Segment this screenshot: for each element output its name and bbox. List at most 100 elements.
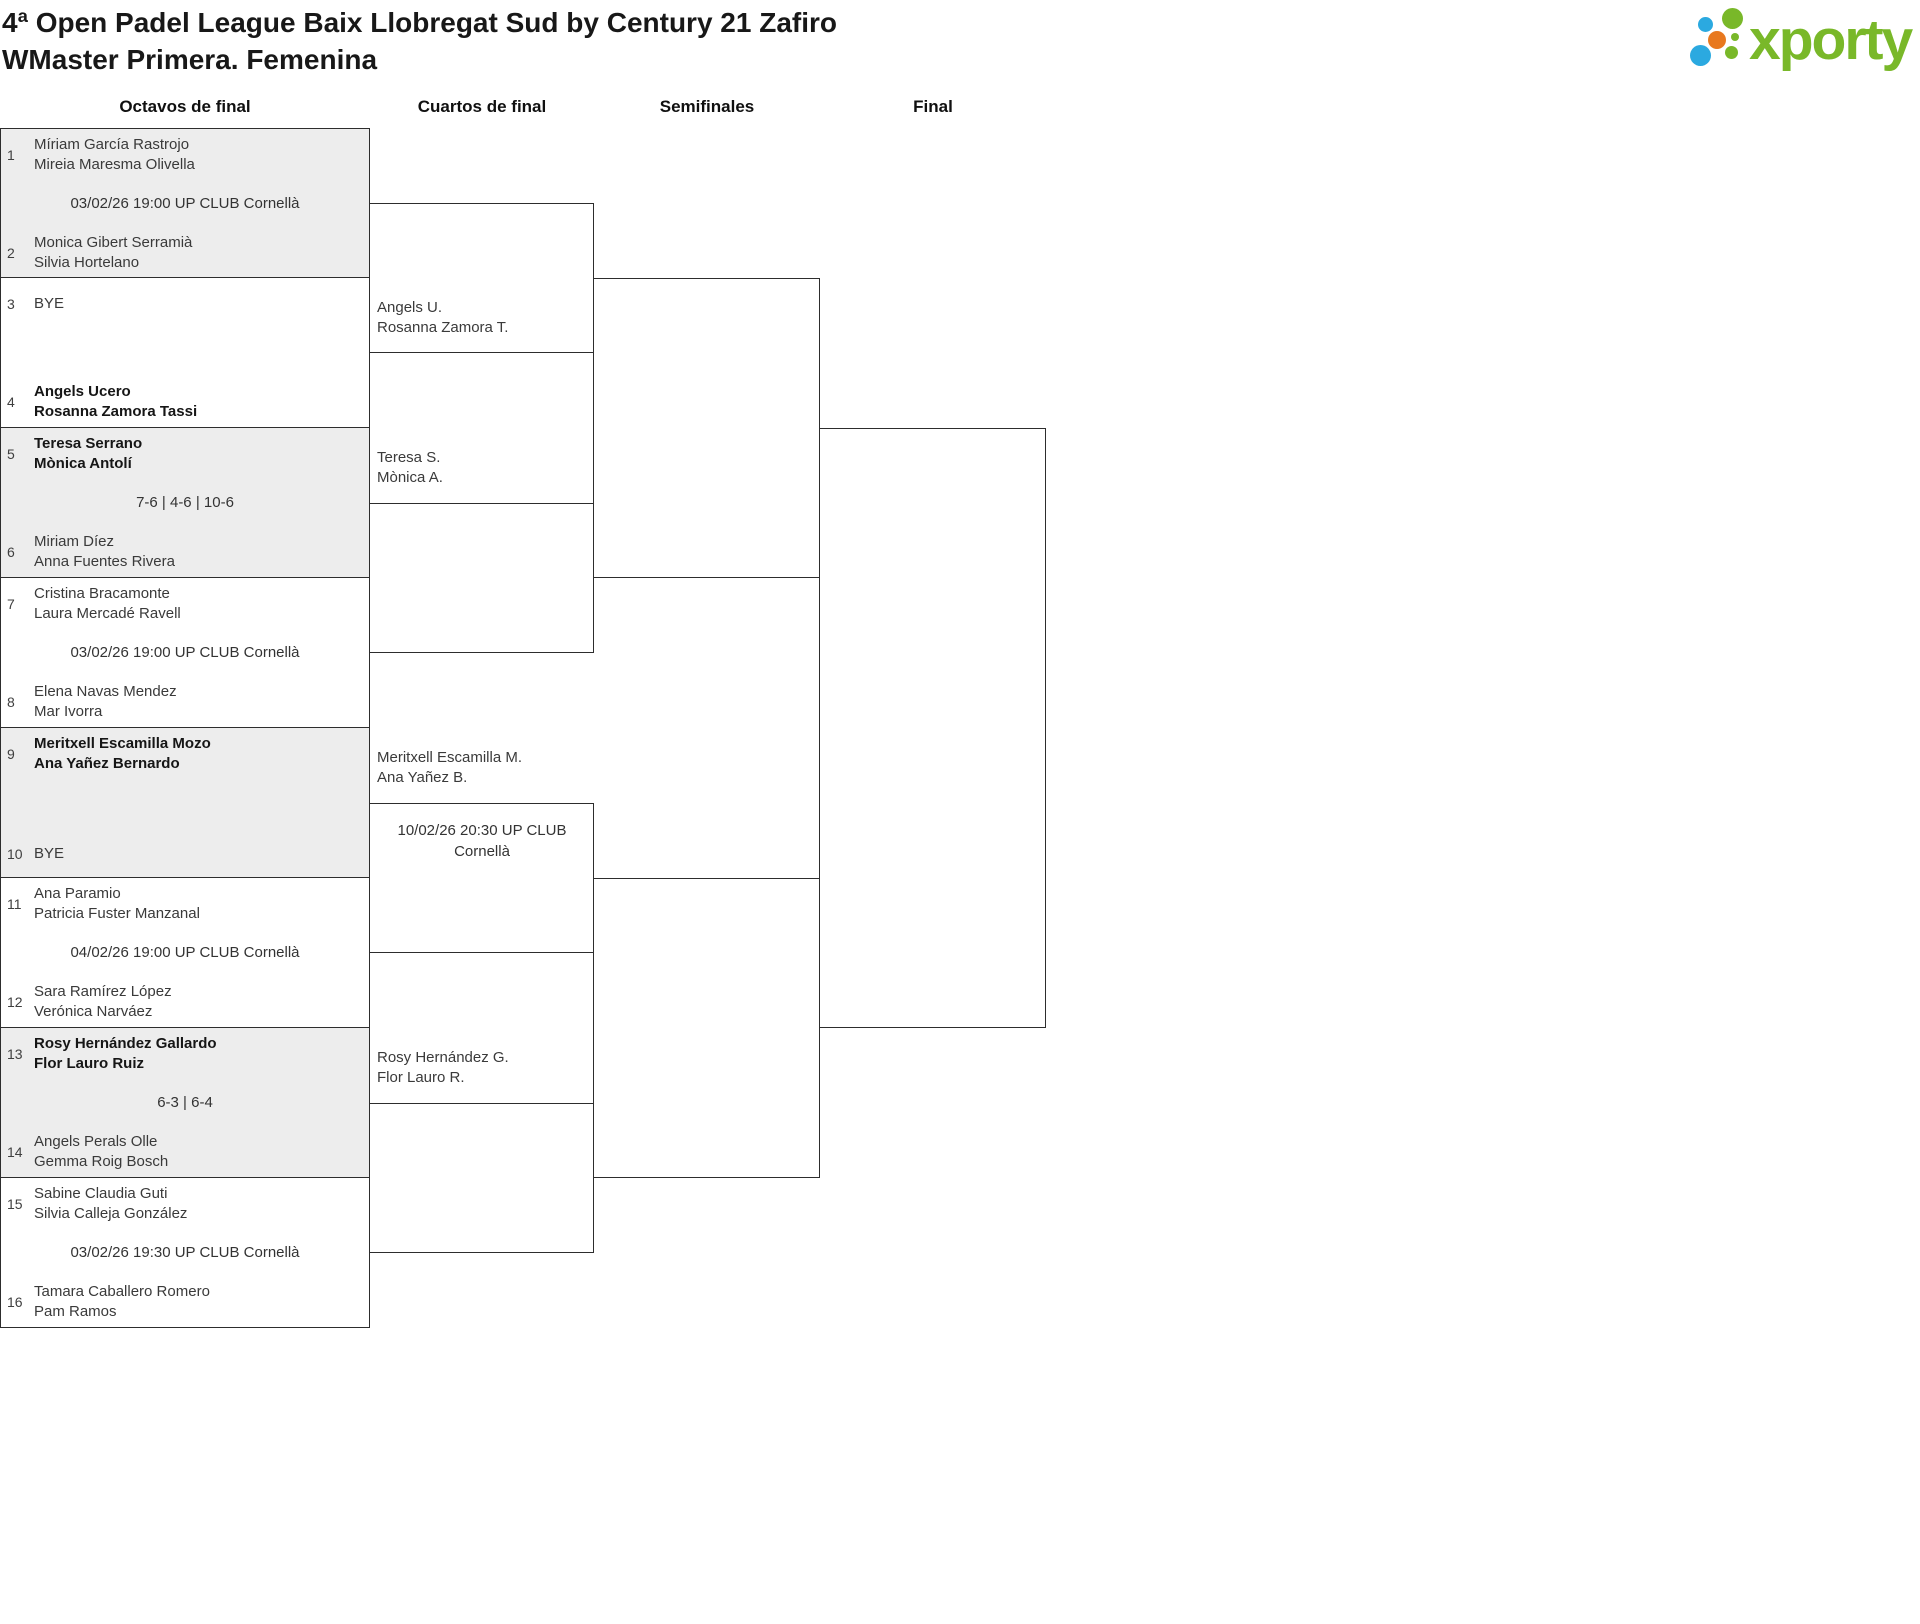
match-info: 04/02/26 19:00 UP CLUB Cornellà xyxy=(70,944,300,961)
player-name: Angels U. xyxy=(377,299,443,316)
logo-dot-icon xyxy=(1722,8,1743,29)
r16-team-4: 4 Angels Ucero Rosanna Zamora Tassi xyxy=(7,382,365,422)
xporty-logo[interactable]: xporty xyxy=(1683,2,1915,82)
player-name: Meritxell Escamilla M. xyxy=(377,749,523,766)
team-names: Meritxell Escamilla Mozo Ana Yañez Berna… xyxy=(34,734,211,774)
seed-label: 12 xyxy=(7,994,23,1010)
r16-team-2: 2 Monica Gibert Serramià Silvia Hortelan… xyxy=(7,233,365,273)
player-name: Mar Ivorra xyxy=(34,703,103,720)
seed-label: 6 xyxy=(7,544,15,560)
match-info: 03/02/26 19:00 UP CLUB Cornellà xyxy=(70,644,300,661)
r16-match-4: 7 Cristina Bracamonte Laura Mercadé Rave… xyxy=(0,578,370,728)
team-names: Cristina Bracamonte Laura Mercadé Ravell xyxy=(34,584,181,624)
seed-label: 7 xyxy=(7,596,15,612)
player-name: Laura Mercadé Ravell xyxy=(34,605,181,622)
r16-team-10: 10 BYE xyxy=(7,844,365,864)
team-names: BYE xyxy=(34,844,64,864)
player-name: BYE xyxy=(34,295,65,312)
player-name: Míriam García Rastrojo xyxy=(34,136,190,153)
player-name: Elena Navas Mendez xyxy=(34,683,177,700)
title-block: 4ª Open Padel League Baix Llobregat Sud … xyxy=(2,4,837,78)
r16-team-8: 8 Elena Navas Mendez Mar Ivorra xyxy=(7,682,365,722)
player-name: Meritxell Escamilla Mozo xyxy=(34,735,211,752)
seed-label: 1 xyxy=(7,147,15,163)
r16-match-5: 9 Meritxell Escamilla Mozo Ana Yañez Ber… xyxy=(0,728,370,878)
seed-label: 4 xyxy=(7,394,15,410)
player-name: BYE xyxy=(34,845,65,862)
page-subtitle: WMaster Primera. Femenina xyxy=(2,44,378,75)
player-name: Rosanna Zamora Tassi xyxy=(34,403,198,420)
match-info: 03/02/26 19:00 UP CLUB Cornellà xyxy=(70,195,300,212)
page-title: 4ª Open Padel League Baix Llobregat Sud … xyxy=(2,7,837,38)
seed-label: 13 xyxy=(7,1046,23,1062)
player-name: Monica Gibert Serramià xyxy=(34,234,193,251)
player-name: Patricia Fuster Manzanal xyxy=(34,905,200,922)
final-box xyxy=(819,428,1046,1028)
round-header-cuartos: Cuartos de final xyxy=(417,97,547,116)
r16-team-9: 9 Meritxell Escamilla Mozo Ana Yañez Ber… xyxy=(7,734,365,774)
r16-team-1: 1 Míriam García Rastrojo Mireia Maresma … xyxy=(7,135,365,175)
r16-team-5: 5 Teresa Serrano Mònica Antolí xyxy=(7,434,365,474)
round-header-semifinales: Semifinales xyxy=(659,97,755,116)
seed-label: 15 xyxy=(7,1196,23,1212)
seed-label: 14 xyxy=(7,1144,23,1160)
r16-team-15: 15 Sabine Claudia Guti Silvia Calleja Go… xyxy=(7,1184,365,1224)
player-name: Angels Ucero xyxy=(34,383,131,400)
team-names: Angels Ucero Rosanna Zamora Tassi xyxy=(34,382,197,422)
logo-wordmark: xporty xyxy=(1749,8,1913,72)
player-name: Mireia Maresma Olivella xyxy=(34,156,195,173)
r16-team-14: 14 Angels Perals Olle Gemma Roig Bosch xyxy=(7,1132,365,1172)
seed-label: 3 xyxy=(7,296,15,312)
seed-label: 2 xyxy=(7,245,15,261)
team-names: BYE xyxy=(34,294,64,314)
team-names: Monica Gibert Serramià Silvia Hortelano xyxy=(34,233,192,273)
logo-dot-icon xyxy=(1698,17,1713,32)
seed-label: 11 xyxy=(7,896,22,912)
qf-box-2 xyxy=(370,503,594,653)
team-names: Angels Perals Olle Gemma Roig Bosch xyxy=(34,1132,168,1172)
r16-match-1: 1 Míriam García Rastrojo Mireia Maresma … xyxy=(0,128,370,278)
player-name: Miriam Díez xyxy=(34,533,115,550)
player-name: Pam Ramos xyxy=(34,1303,117,1320)
logo-dot-icon xyxy=(1725,46,1738,59)
r16-team-7: 7 Cristina Bracamonte Laura Mercadé Rave… xyxy=(7,584,365,624)
player-name: Sabine Claudia Guti xyxy=(34,1185,168,1202)
player-name: Silvia Hortelano xyxy=(34,254,140,271)
match-info: 03/02/26 19:30 UP CLUB Cornellà xyxy=(70,1244,300,1261)
team-names: Sabine Claudia Guti Silvia Calleja Gonzá… xyxy=(34,1184,187,1224)
player-name: Sara Ramírez López xyxy=(34,983,172,1000)
player-name: Flor Lauro Ruiz xyxy=(34,1055,144,1072)
player-name: Anna Fuentes Rivera xyxy=(34,553,175,570)
qf3-advancer: Meritxell Escamilla M. Ana Yañez B. xyxy=(377,748,585,788)
team-names: Ana Paramio Patricia Fuster Manzanal xyxy=(34,884,200,924)
qf3-match-info: 10/02/26 20:30 UP CLUB Cornellà xyxy=(397,822,567,860)
team-names: Rosy Hernández Gallardo Flor Lauro Ruiz xyxy=(34,1034,217,1074)
seed-label: 5 xyxy=(7,446,15,462)
r16-team-11: 11 Ana Paramio Patricia Fuster Manzanal xyxy=(7,884,365,924)
r16-match-3: 5 Teresa Serrano Mònica Antolí 7-6 | 4-6… xyxy=(0,428,370,578)
seed-label: 9 xyxy=(7,746,15,762)
player-name: Rosy Hernández Gallardo xyxy=(34,1035,217,1052)
round-header-octavos: Octavos de final xyxy=(119,97,251,116)
player-name: Rosy Hernández G. xyxy=(377,1049,509,1066)
team-names: Miriam Díez Anna Fuentes Rivera xyxy=(34,532,175,572)
seed-label: 16 xyxy=(7,1294,23,1310)
player-name: Tamara Caballero Romero xyxy=(34,1283,210,1300)
player-name: Ana Yañez Bernardo xyxy=(34,755,180,772)
team-names: Teresa Serrano Mònica Antolí xyxy=(34,434,142,474)
player-name: Mònica A. xyxy=(377,469,443,486)
team-names: Sara Ramírez López Verónica Narváez xyxy=(34,982,172,1022)
qf1-advancer: Angels U. Rosanna Zamora T. xyxy=(377,298,585,338)
player-name: Cristina Bracamonte xyxy=(34,585,170,602)
sf-box-2 xyxy=(593,878,820,1178)
round-header-final: Final xyxy=(913,97,953,116)
sf-box-1 xyxy=(593,278,820,578)
match-score: 7-6 | 4-6 | 10-6 xyxy=(136,494,234,511)
player-name: Angels Perals Olle xyxy=(34,1133,158,1150)
team-names: Elena Navas Mendez Mar Ivorra xyxy=(34,682,177,722)
player-name: Flor Lauro R. xyxy=(377,1069,465,1086)
r16-match-7: 13 Rosy Hernández Gallardo Flor Lauro Ru… xyxy=(0,1028,370,1178)
r16-match-8: 15 Sabine Claudia Guti Silvia Calleja Go… xyxy=(0,1178,370,1328)
logo-dot-icon xyxy=(1708,31,1726,49)
player-name: Ana Paramio xyxy=(34,885,121,902)
